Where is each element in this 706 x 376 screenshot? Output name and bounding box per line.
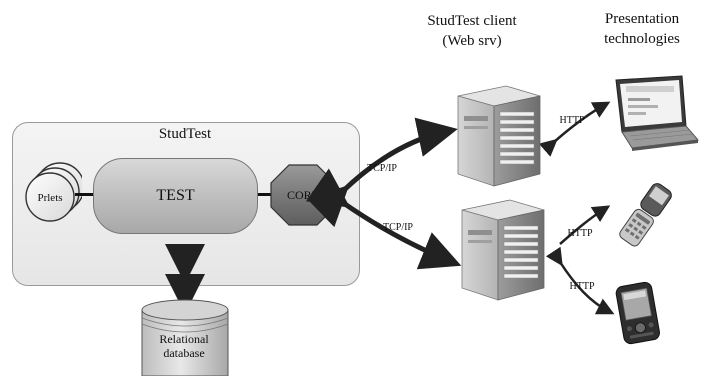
presentation-title-line1: Presentation (604, 11, 680, 27)
http-arrow-laptop (538, 101, 611, 157)
prlets-label: Prlets (37, 192, 62, 204)
studtest-client-title: StudTest client (Web srv) (402, 11, 542, 51)
http-arrow-pda (545, 246, 615, 315)
prlet-circle-front (25, 172, 75, 222)
database-cylinder-icon (141, 299, 229, 376)
client-title-line2: (Web srv) (442, 33, 502, 49)
connector-prlets-test (75, 193, 95, 196)
tcpip-arrow-bottom (305, 168, 462, 270)
prlets-stack: Prlets (25, 162, 82, 222)
db-label-line2: database (163, 346, 205, 360)
db-label-line1: Relational (159, 332, 209, 346)
connector-test-core (256, 193, 272, 196)
client-title-line1: StudTest client (427, 13, 517, 29)
test-module: TEST (93, 158, 258, 234)
http-label-pda: HTTP (570, 281, 595, 292)
database-label: Relational database (136, 332, 232, 360)
http-label-phone: HTTP (568, 228, 593, 239)
mobile-phone-icon (619, 183, 672, 247)
http-label-laptop: HTTP (560, 115, 585, 126)
http-arrow-phone (559, 205, 611, 245)
server-bottom-icon (461, 199, 545, 301)
server-top-icon (457, 85, 541, 187)
test-label: TEST (156, 187, 195, 204)
tcpip-label-bottom: TCP/IP (383, 222, 413, 233)
presentation-technologies-title: Presentation technologies (586, 9, 698, 49)
tcpip-label-top: TCP/IP (367, 163, 397, 174)
presentation-title-line2: technologies (604, 31, 680, 47)
studtest-label: StudTest (158, 126, 212, 142)
laptop-icon (615, 75, 699, 151)
pda-icon (615, 281, 660, 345)
tcpip-arrow-top (306, 117, 458, 228)
